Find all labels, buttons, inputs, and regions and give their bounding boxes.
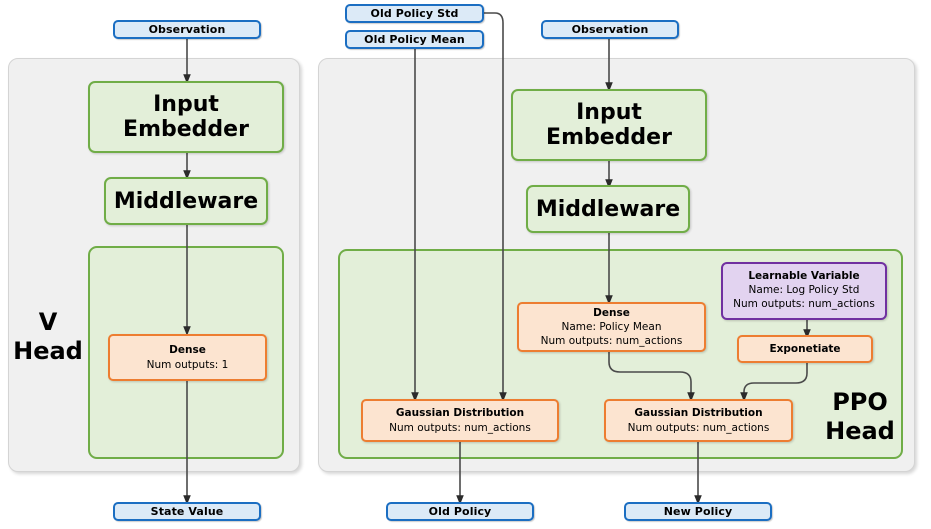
io-old-policy-std[interactable]: Old Policy Std (345, 4, 484, 23)
v-dense-num-outputs: Num outputs: 1 (146, 358, 229, 371)
io-state-value[interactable]: State Value (113, 502, 261, 521)
io-new-policy-label: New Policy (663, 505, 733, 518)
exponentiate-title: Exponetiate (769, 342, 841, 355)
ppo-input-embedder-label: Input Embedder (546, 100, 672, 150)
ppo-dense-policy-mean-box[interactable]: Dense Name: Policy Mean Num outputs: num… (517, 302, 706, 352)
gaussian-distribution-new-box[interactable]: Gaussian Distribution Num outputs: num_a… (604, 399, 793, 442)
io-old-policy-mean[interactable]: Old Policy Mean (345, 30, 484, 49)
learnable-variable-num-outputs: Num outputs: num_actions (733, 297, 875, 310)
io-observation-ppo-label: Observation (571, 23, 649, 36)
gaussian-new-title: Gaussian Distribution (634, 407, 763, 420)
v-dense-box[interactable]: Dense Num outputs: 1 (108, 334, 267, 381)
io-observation-v-label: Observation (148, 23, 226, 36)
ppo-input-embedder-block[interactable]: Input Embedder (511, 89, 707, 161)
io-state-value-label: State Value (150, 505, 224, 518)
gaussian-old-title: Gaussian Distribution (395, 407, 525, 420)
io-observation-ppo[interactable]: Observation (541, 20, 679, 39)
io-old-policy-std-label: Old Policy Std (370, 7, 459, 20)
v-dense-title: Dense (169, 344, 206, 357)
ppo-middleware-label: Middleware (535, 196, 681, 222)
v-input-embedder-label: Input Embedder (123, 92, 249, 142)
io-observation-v[interactable]: Observation (113, 20, 261, 39)
ppo-head-caption: PPO Head (825, 388, 895, 446)
learnable-variable-box[interactable]: Learnable Variable Name: Log Policy Std … (721, 262, 887, 320)
ppo-dense-name: Name: Policy Mean (561, 320, 662, 333)
v-input-embedder-block[interactable]: Input Embedder (88, 81, 284, 153)
gaussian-new-num-outputs: Num outputs: num_actions (627, 421, 770, 434)
io-new-policy[interactable]: New Policy (624, 502, 772, 521)
ppo-dense-num-outputs: Num outputs: num_actions (540, 335, 683, 348)
v-middleware-block[interactable]: Middleware (104, 177, 268, 225)
gaussian-distribution-old-box[interactable]: Gaussian Distribution Num outputs: num_a… (361, 399, 559, 442)
learnable-variable-name: Name: Log Policy Std (748, 284, 860, 297)
v-middleware-label: Middleware (113, 188, 259, 214)
v-head-caption: V Head (13, 308, 83, 366)
ppo-middleware-block[interactable]: Middleware (526, 185, 690, 233)
io-old-policy-label: Old Policy (428, 505, 492, 518)
io-old-policy[interactable]: Old Policy (386, 502, 534, 521)
io-old-policy-mean-label: Old Policy Mean (364, 33, 465, 46)
exponentiate-box[interactable]: Exponetiate (737, 335, 873, 363)
learnable-variable-title: Learnable Variable (748, 270, 860, 283)
ppo-dense-title: Dense (593, 306, 630, 319)
gaussian-old-num-outputs: Num outputs: num_actions (389, 421, 531, 434)
